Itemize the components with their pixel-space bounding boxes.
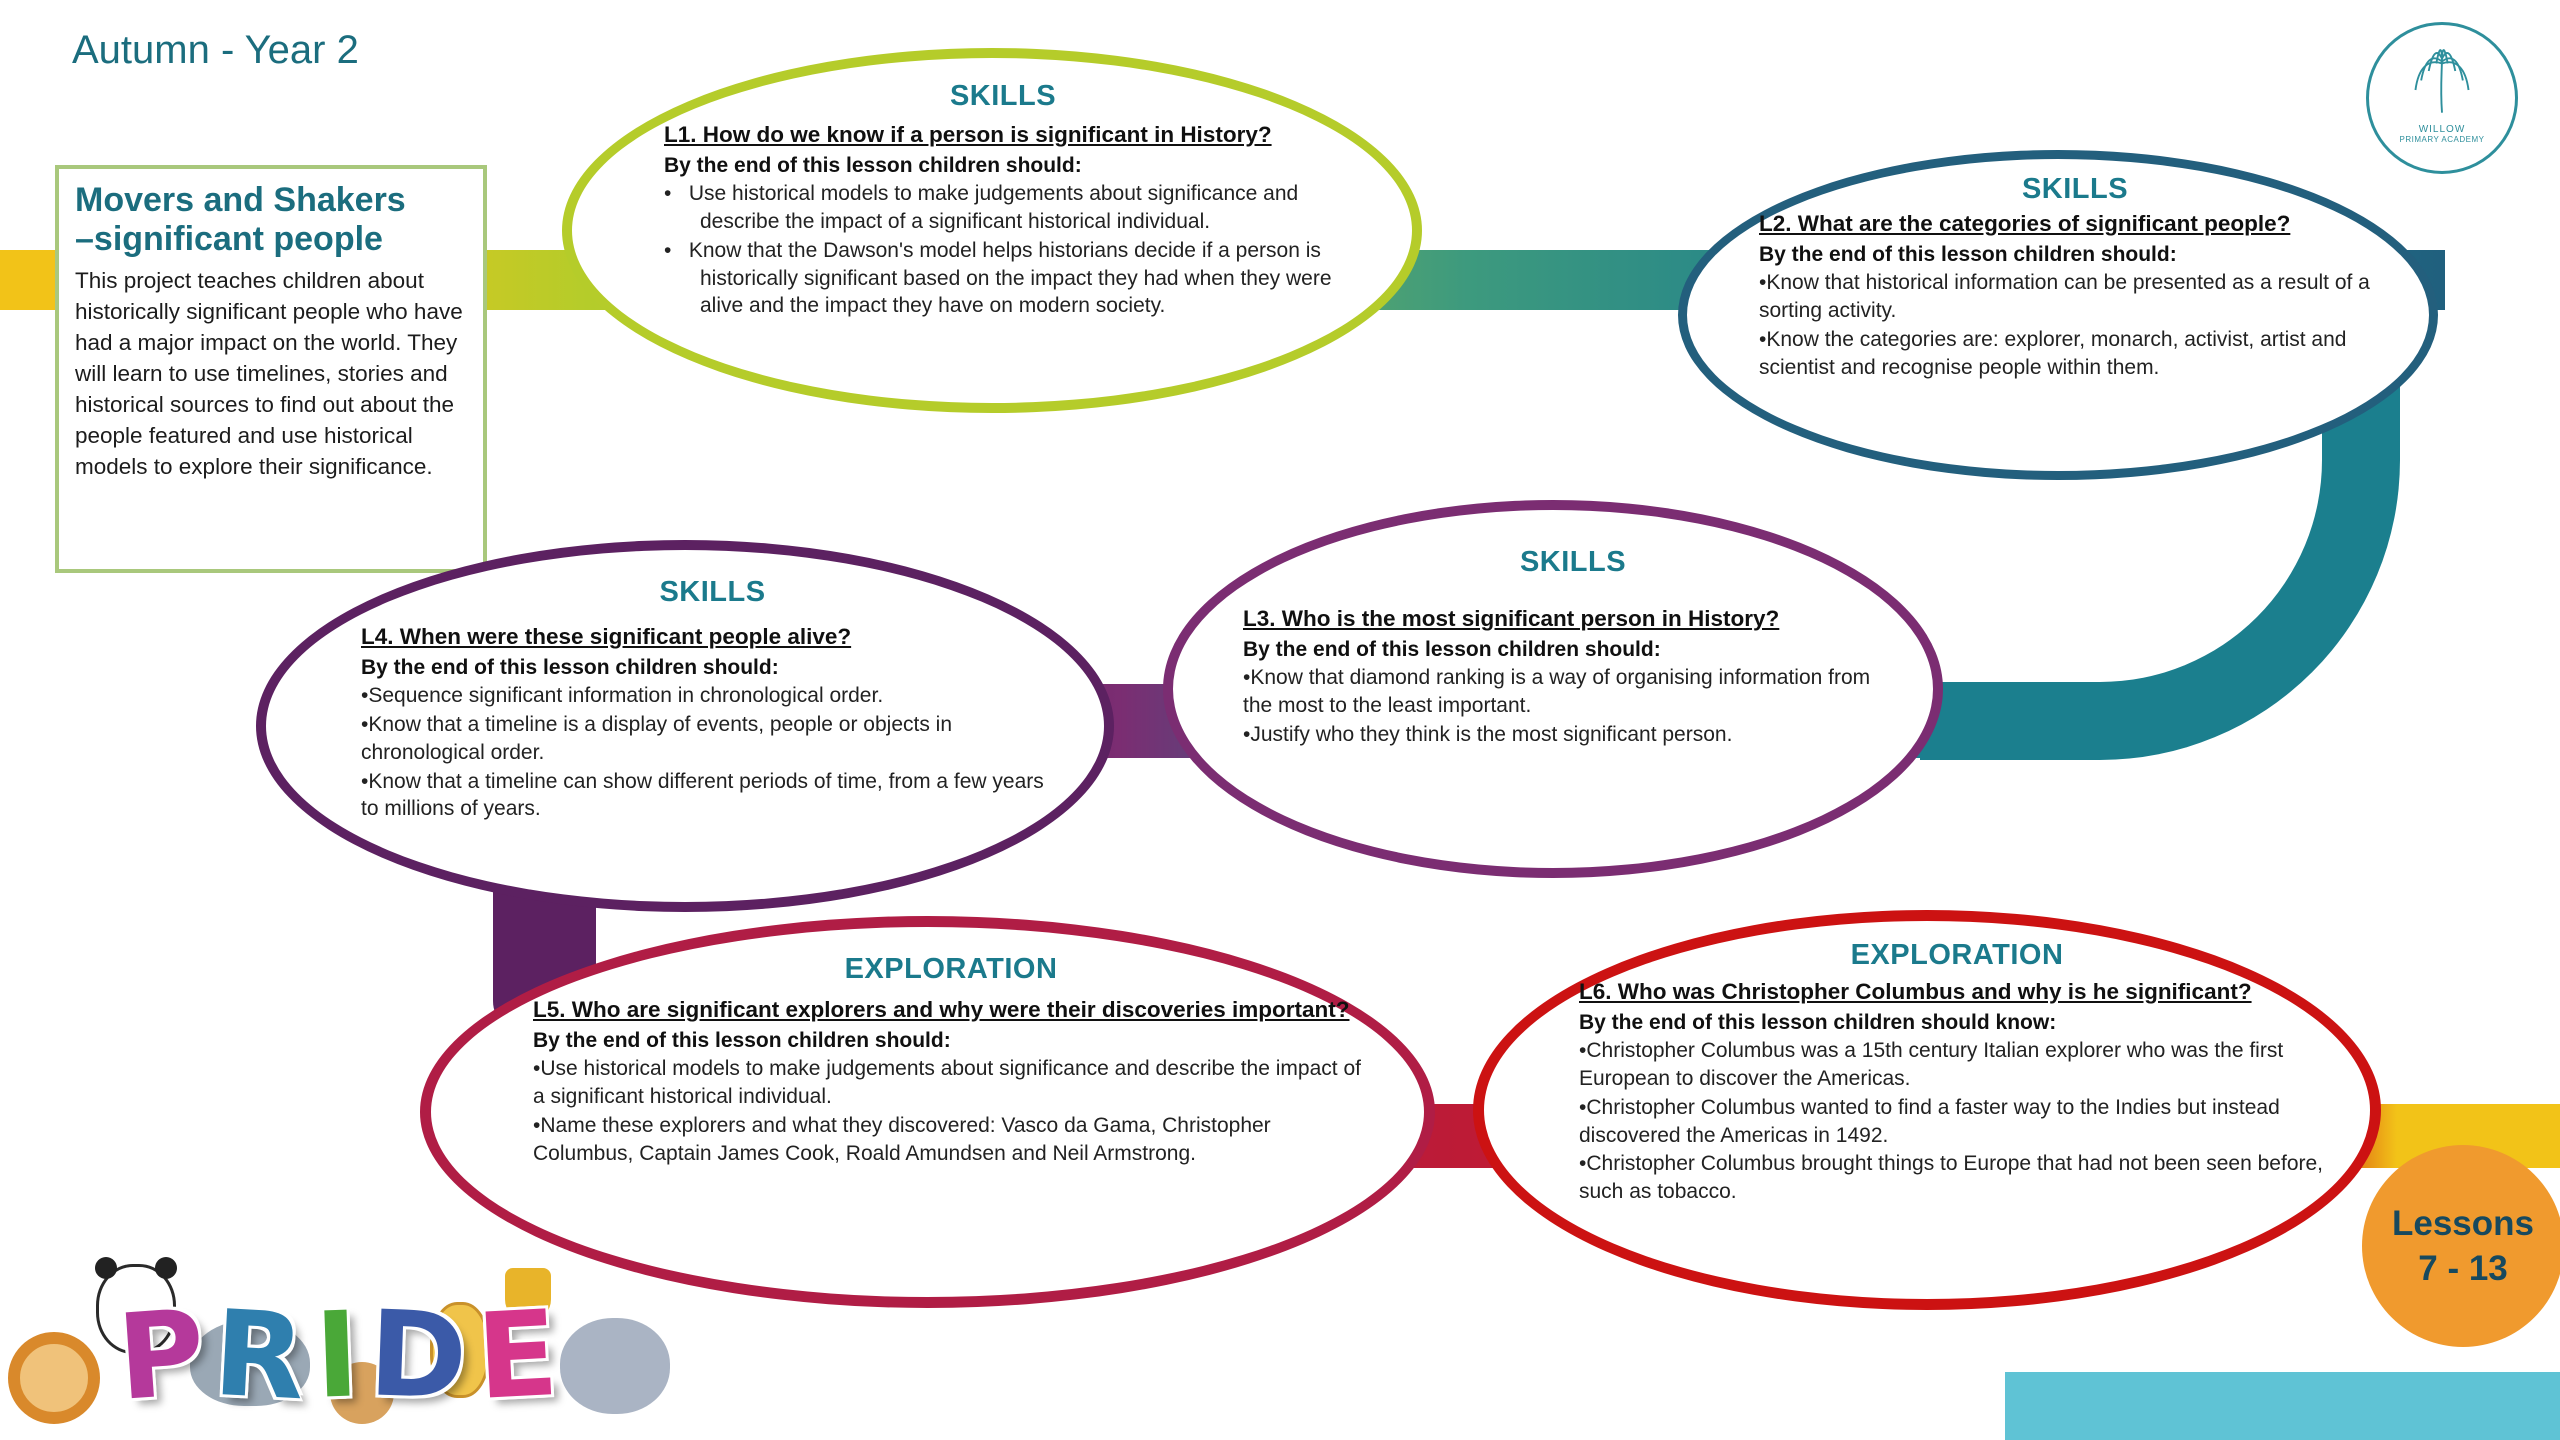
pride-letter-p: P [113, 1283, 210, 1427]
rhino-illustration [190, 1320, 310, 1406]
lesson-lead: By the end of this lesson children shoul… [361, 656, 779, 680]
lesson-lead: By the end of this lesson children shoul… [1243, 638, 1661, 662]
project-description: This project teaches children about hist… [75, 268, 463, 480]
lesson-point: •Sequence significant information in chr… [361, 684, 884, 708]
lesson-point: • Know that the Dawson's model helps his… [664, 238, 1332, 318]
lesson-point: •Know the categories are: explorer, mona… [1759, 327, 2347, 379]
giraffe-illustration [430, 1302, 490, 1398]
lesson-lead: By the end of this lesson children shoul… [533, 1029, 951, 1053]
lessons-badge-label: Lessons [2392, 1203, 2534, 1243]
lesson-point: •Know that diamond ranking is a way of o… [1243, 666, 1871, 718]
lessons-range-badge: Lessons 7 - 13 [2362, 1145, 2560, 1347]
lesson-category: EXPLORATION [844, 953, 1058, 985]
lesson-bubble-l5: EXPLORATION L5. Who are significant expl… [420, 916, 1435, 1308]
lion-illustration [8, 1332, 100, 1424]
lesson-point: •Christopher Columbus was a 15th century… [1579, 1039, 2284, 1091]
footer-accent-bar [2005, 1372, 2560, 1440]
lesson-point: •Name these explorers and what they disc… [533, 1113, 1271, 1165]
lesson-question: L6. Who was Christopher Columbus and why… [1579, 979, 2252, 1004]
logo-school-name: WILLOW [2418, 124, 2466, 135]
pride-letter-r: R [210, 1283, 309, 1427]
trophy-illustration [505, 1268, 551, 1320]
project-intro-box: Movers and Shakers –significant people T… [55, 165, 487, 573]
lesson-lead: By the end of this lesson children shoul… [664, 154, 1082, 178]
pride-letter-i: I [312, 1285, 362, 1425]
panda-illustration [95, 1257, 177, 1354]
lesson-question: L4. When were these significant people a… [361, 624, 852, 649]
lesson-question: L3. Who is the most significant person i… [1243, 606, 1780, 631]
pride-values-graphic: P R I D E [0, 1257, 700, 1440]
lesson-point: •Christopher Columbus brought things to … [1579, 1152, 2324, 1204]
school-logo: WILLOW PRIMARY ACADEMY [2366, 22, 2518, 174]
lesson-point: •Christopher Columbus wanted to find a f… [1579, 1095, 2280, 1147]
pride-letter-e: E [473, 1283, 562, 1427]
term-year-label: Autumn - Year 2 [72, 28, 359, 72]
lesson-bubble-l3: SKILLS L3. Who is the most significant p… [1163, 500, 1943, 878]
project-title: Movers and Shakers –significant people [75, 181, 406, 259]
logo-school-subtitle: PRIMARY ACADEMY [2399, 135, 2485, 144]
lesson-point: •Know that a timeline can show different… [361, 769, 1044, 821]
lesson-bubble-l2: SKILLS L2. What are the categories of si… [1678, 150, 2438, 480]
lesson-category: SKILLS [2021, 173, 2129, 205]
lessons-badge-range: 7 - 13 [2418, 1249, 2508, 1288]
lesson-bubble-l6: EXPLORATION L6. Who was Christopher Colu… [1473, 910, 2381, 1310]
lesson-point: •Know that historical information can be… [1759, 271, 2370, 323]
lesson-question: L5. Who are significant explorers and wh… [533, 997, 1350, 1022]
pride-letters: P R I D E [113, 1283, 562, 1427]
lesson-question: L2. What are the categories of significa… [1759, 211, 2291, 236]
lesson-point: •Justify who they think is the most sign… [1243, 722, 1733, 746]
lesson-category: SKILLS [659, 576, 766, 608]
lesson-category: SKILLS [949, 80, 1057, 112]
lesson-bubble-l1: SKILLS L1. How do we know if a person is… [562, 48, 1422, 413]
lesson-point: • Use historical models to make judgemen… [664, 182, 1299, 234]
dog-illustration [330, 1362, 394, 1424]
willow-tree-icon [2414, 49, 2470, 113]
lesson-category: EXPLORATION [1850, 939, 2064, 971]
elephant-illustration [560, 1318, 670, 1414]
lesson-category: SKILLS [1519, 546, 1627, 578]
lesson-lead: By the end of this lesson children shoul… [1759, 243, 2177, 267]
lesson-point: •Know that a timeline is a display of ev… [361, 713, 953, 764]
lesson-point: •Use historical models to make judgement… [533, 1057, 1361, 1109]
lesson-lead: By the end of this lesson children shoul… [1579, 1011, 2057, 1035]
lesson-bubble-l4: SKILLS L4. When were these significant p… [256, 540, 1114, 912]
pride-letter-d: D [366, 1284, 470, 1426]
lesson-question: L1. How do we know if a person is signif… [664, 122, 1272, 147]
